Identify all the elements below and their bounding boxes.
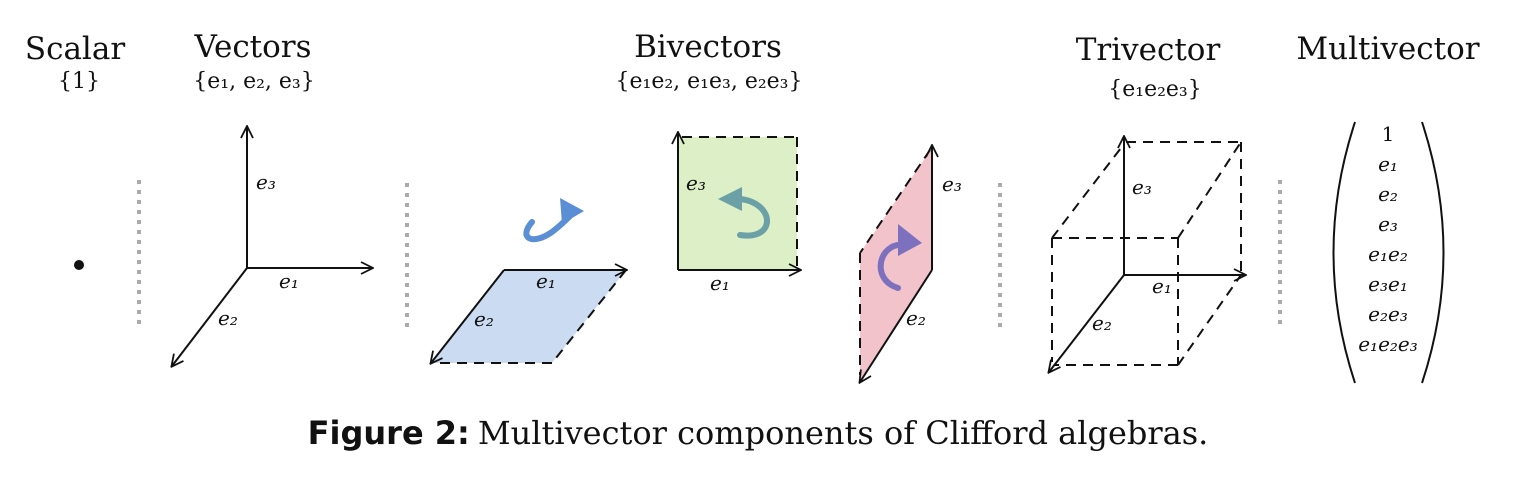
multivector-component: e₁e₂e₃: [1358, 332, 1418, 356]
multivector-heading: Multivector: [1296, 31, 1479, 67]
trivector-e2-label: e₂: [1092, 311, 1112, 335]
vector-e2-label: e₂: [218, 306, 238, 330]
bivector-e2e3-plane: [860, 148, 932, 380]
multivector-right-paren: [1421, 121, 1445, 384]
scalar-heading: Scalar: [25, 31, 125, 67]
figure-caption: Figure 2: Multivector components of Clif…: [0, 414, 1516, 452]
multivector-component: e₁: [1378, 152, 1398, 176]
multivector-component: 1: [1382, 122, 1395, 146]
multivector-component: e₂e₃: [1368, 302, 1408, 326]
vectors-heading: Vectors: [193, 29, 311, 65]
multivector-component: e₃e₁: [1368, 272, 1408, 296]
bivector-e1e2-e1-label: e₁: [536, 269, 556, 293]
scalar-dot: [74, 260, 84, 270]
trivector-basis: {e₁e₂e₃}: [1108, 77, 1202, 102]
vector-e3-label: e₃: [256, 170, 276, 194]
bivector-e1e3-e1-label: e₁: [710, 271, 730, 295]
bivector-e2e3-e3-label: e₃: [942, 172, 962, 196]
bivector-e1e2-plane: [430, 270, 626, 363]
multivector-component: e₂: [1378, 182, 1398, 206]
trivector-e1-label: e₁: [1152, 274, 1172, 298]
multivector-component: e₃: [1378, 212, 1398, 236]
clifford-diagram: Scalar {1} Vectors {e₁, e₂, e₃} Bivector…: [25, 29, 1480, 410]
bivector-e1e2-dashed-right: [551, 269, 627, 364]
bivector-e2e3-e2-arrow: [860, 269, 933, 382]
vector-e2-arrow: [172, 267, 248, 366]
trivector-cube: [1051, 141, 1242, 366]
bivector-e1e2-e2-arrow: [431, 269, 505, 363]
bivectors-heading: Bivectors: [634, 29, 782, 65]
trivector-e2-arrow: [1049, 274, 1125, 372]
vector-e1-label: e₁: [279, 269, 299, 293]
bivector-e2e3-e2-label: e₂: [906, 306, 926, 330]
multivector-left-paren: [1332, 121, 1356, 384]
scalar-basis: {1}: [58, 69, 100, 94]
bivector-e2e3-dashed-top: [859, 149, 931, 254]
trivector-e3-label: e₃: [1132, 175, 1152, 199]
bivectors-basis: {e₁e₂, e₁e₃, e₂e₃}: [616, 69, 803, 94]
multivector-component: e₁e₂: [1368, 242, 1408, 266]
rotation-arrow-e1e3-icon: [718, 187, 770, 239]
bivector-e1e3-e3-label: e₃: [686, 171, 706, 195]
caption-text: Multivector components of Clifford algeb…: [477, 414, 1209, 452]
trivector-heading: Trivector: [1076, 32, 1221, 68]
vectors-basis: {e₁, e₂, e₃}: [193, 69, 314, 94]
caption-label: Figure 2:: [307, 414, 470, 452]
bivector-e1e2-e2-label: e₂: [474, 307, 494, 331]
rotation-arrow-e1e2-icon: [523, 198, 584, 243]
rotation-arrow-e2e3-icon: [877, 224, 922, 291]
